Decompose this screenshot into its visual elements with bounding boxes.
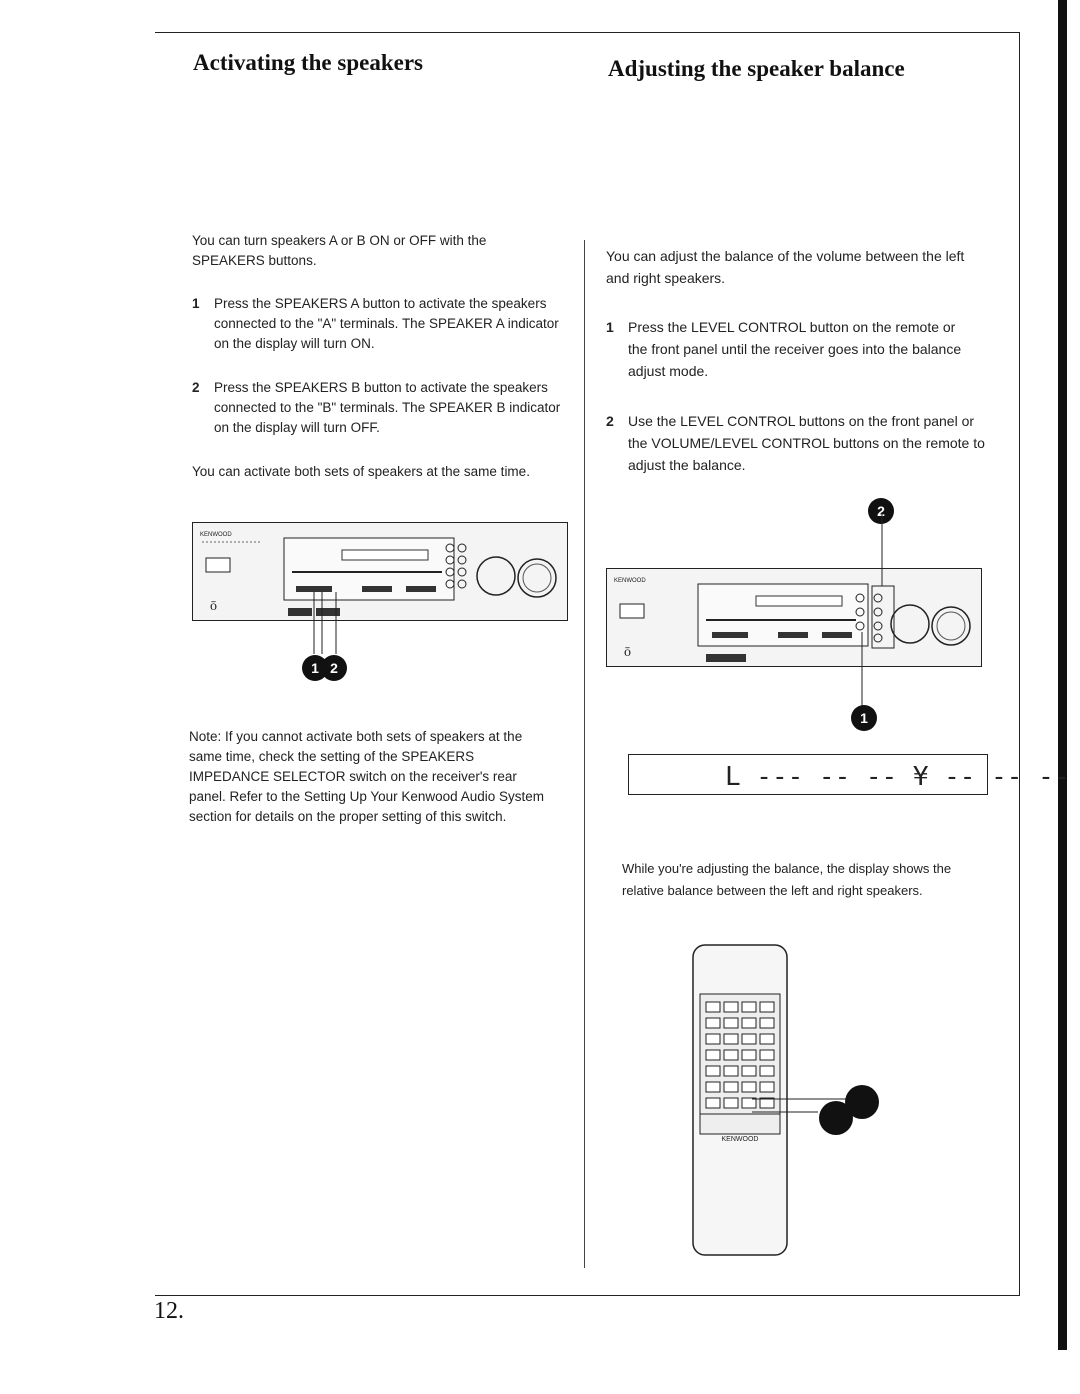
step-text: Use the LEVEL CONTROL buttons on the fro… <box>628 413 985 473</box>
display-text: L --- -- -- ¥ -- -- -- R - <box>725 762 1080 792</box>
page-frame <box>155 32 1020 1296</box>
brand-logo: KENWOOD <box>614 578 646 584</box>
step-number: 1 <box>606 319 614 335</box>
brand-logo: KENWOOD <box>200 532 232 538</box>
column-divider <box>584 240 585 1268</box>
right-step-1: 1 Press the LEVEL CONTROL button on the … <box>606 316 978 382</box>
callout-remote-2-badge <box>845 1085 879 1119</box>
step-text: Press the SPEAKERS A button to activate … <box>214 296 559 351</box>
receiver-front-panel-illustration-right: KENWOOD ō <box>606 512 982 708</box>
left-heading: Activating the speakers <box>193 50 423 75</box>
step-number: 2 <box>606 413 614 429</box>
remote-brand-logo: KENWOOD <box>722 1136 759 1143</box>
callout-2-badge: 2 <box>321 655 347 681</box>
step-text: Press the SPEAKERS B button to activate … <box>214 380 561 435</box>
right-intro: You can adjust the balance of the volume… <box>606 248 965 286</box>
page-number: 12. <box>154 1298 184 1324</box>
svg-text:ō: ō <box>210 599 217 614</box>
balance-caption: While you're adjusting the balance, the … <box>622 861 952 898</box>
callout-2-badge: 2 <box>868 498 894 524</box>
step-number: 2 <box>192 380 200 395</box>
callout-1-badge: 1 <box>851 705 877 731</box>
left-intro: You can turn speakers A or B ON or OFF w… <box>192 233 487 268</box>
left-step-1: 1 Press the SPEAKERS A button to activat… <box>192 294 570 354</box>
right-step-2: 2 Use the LEVEL CONTROL buttons on the f… <box>606 410 992 476</box>
right-heading: Adjusting the speaker balance <box>608 56 905 81</box>
balance-display: L --- -- -- ¥ -- -- -- R - <box>628 754 1080 795</box>
left-both-note: You can activate both sets of speakers a… <box>192 464 530 479</box>
balance-display-readout: L --- -- -- ¥ -- -- -- R - <box>725 762 1080 792</box>
step-text: Press the LEVEL CONTROL button on the re… <box>628 319 962 379</box>
svg-text:ō: ō <box>624 645 631 660</box>
page-edge-bar <box>1058 0 1067 1350</box>
left-note: Note: If you cannot activate both sets o… <box>189 729 544 824</box>
receiver-front-panel-illustration: KENWOOD ō <box>192 522 568 654</box>
remote-control-illustration: KENWOOD <box>692 944 870 1256</box>
step-number: 1 <box>192 296 200 311</box>
left-step-2: 2 Press the SPEAKERS B button to activat… <box>192 378 570 438</box>
